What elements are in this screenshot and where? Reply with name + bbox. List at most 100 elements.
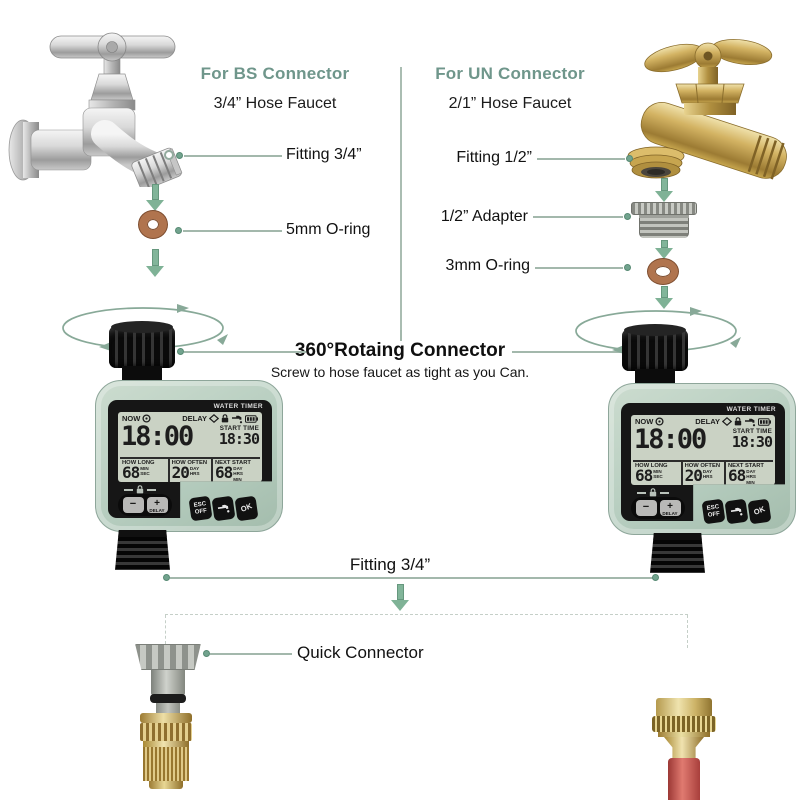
leader-line — [535, 267, 623, 269]
leader-dot — [626, 155, 633, 162]
lock-dash — [124, 488, 133, 491]
lcd-screen: NOW DELAY 18:00 START TIME 18:30 — [118, 412, 262, 482]
fitting-knurled-collar — [652, 716, 716, 732]
rotating-connector-title: 360°Rotaing Connector — [294, 340, 506, 361]
lcd-status-row: NOW DELAY — [120, 413, 260, 424]
fitting-34-label: Fitting 3/4” — [286, 146, 362, 163]
leader-dot — [175, 227, 182, 234]
knob-neck — [122, 366, 162, 382]
battery-icon — [758, 417, 771, 426]
lock-icon — [136, 485, 144, 494]
lock-icon — [734, 417, 742, 426]
lcd-now-label: NOW — [122, 414, 141, 423]
leader-line — [537, 158, 625, 160]
leader-line — [210, 653, 292, 655]
fitting-crimp-sleeve — [664, 737, 704, 760]
leader-line — [512, 351, 628, 353]
quick-connector-tap-adapter — [133, 644, 203, 714]
leader-line — [183, 230, 282, 232]
unit: HRS — [746, 474, 756, 480]
chrome-faucet-illustration — [8, 32, 183, 187]
adjustment-buttons: − +DELAY — [118, 494, 172, 516]
bracket-dashed-line — [165, 614, 688, 615]
lcd-screen: NOW DELAY 18:00 START TIME 18:30 — [631, 415, 775, 485]
next-start-value: 68 — [214, 463, 233, 482]
unit: SEC — [140, 471, 150, 477]
tap-adapter-cap — [135, 644, 201, 670]
quick-connector-brass-coupling — [140, 713, 192, 789]
down-arrow — [655, 178, 673, 202]
down-arrow — [146, 184, 164, 211]
lcd-current-time: 18:00 — [634, 424, 707, 455]
unit: HRS — [702, 474, 713, 480]
water-timer-left: WATER TIMER NOW DELAY 18:00 START TIME — [62, 300, 283, 572]
coupling-knurl — [140, 723, 192, 741]
bs-connector-heading: For BS Connector — [200, 64, 350, 83]
lcd-start-time-value: 18:30 — [218, 430, 260, 448]
lcd-start-time-label: START TIME — [219, 425, 259, 432]
lcd-start-time-block: START TIME 18:30 — [731, 428, 773, 460]
coupling-body — [143, 747, 189, 781]
lcd-delay-label: DELAY — [182, 414, 207, 423]
coupling-tip — [149, 781, 183, 789]
adjustment-buttons: − +DELAY — [631, 497, 685, 519]
lcd-time-row: 18:00 START TIME 18:30 — [120, 421, 260, 457]
bottom-fitting-label: Fitting 3/4” — [349, 555, 431, 574]
down-arrow — [146, 249, 164, 277]
faucet-icon — [232, 415, 243, 423]
faucet-icon — [745, 418, 756, 426]
leader-dot — [652, 574, 659, 581]
adapter-knurled-cap — [631, 202, 697, 215]
unit: DAY — [702, 469, 713, 474]
lcd-start-time-label: START TIME — [732, 428, 772, 435]
red-garden-hose — [668, 758, 700, 800]
lcd-start-time-value: 18:30 — [731, 433, 773, 451]
battery-icon — [245, 414, 258, 423]
quick-connector-label: Quick Connector — [297, 643, 424, 662]
lcd-start-time-block: START TIME 18:30 — [218, 425, 260, 457]
lcd-current-time: 18:00 — [121, 421, 194, 452]
coupling-flange — [140, 713, 192, 723]
unit: HRS — [189, 471, 200, 477]
unit: MIN — [233, 476, 242, 482]
unit: SEC — [653, 474, 663, 480]
down-arrow — [655, 240, 673, 259]
hose-thread-outlet — [650, 533, 705, 573]
faucet-icon — [217, 504, 230, 513]
bs-hose-faucet-label: 3/4” Hose Faucet — [213, 95, 337, 112]
clock-icon — [655, 417, 664, 426]
water-timer-right: WATER TIMER NOW DELAY 18:00 START TIME — [575, 303, 796, 575]
faucet-outlet-marker — [164, 150, 174, 160]
manual-faucet-button — [724, 498, 749, 525]
how-long-value: 68 — [635, 466, 653, 485]
how-often-label: HOW OFTEN — [684, 463, 721, 469]
leader-dot — [176, 152, 183, 159]
leader-dot — [624, 213, 631, 220]
oring-3mm — [648, 259, 678, 284]
plus-delay-button: +DELAY — [659, 500, 681, 516]
brass-hose-fitting — [652, 698, 716, 762]
display-panel: WATER TIMER NOW DELAY 18:00 START TIME — [108, 400, 272, 518]
how-often-value: 20 — [171, 463, 190, 482]
tap-adapter-oring — [150, 694, 186, 703]
leader-dot — [177, 348, 184, 355]
delay-icon — [722, 417, 732, 426]
ok-button: OK — [234, 495, 259, 522]
tap-adapter-body — [151, 670, 185, 695]
lcd-now-label: NOW — [635, 417, 654, 426]
down-arrow — [655, 286, 673, 309]
down-arrow — [391, 584, 409, 611]
how-long-label: HOW LONG — [635, 463, 668, 469]
lcd-status-row: NOW DELAY — [633, 416, 773, 427]
next-start-label: NEXT START — [214, 460, 251, 466]
bracket-dashed-drop-right — [687, 615, 688, 648]
leader-line — [533, 216, 623, 218]
unit: DAY — [189, 466, 200, 471]
